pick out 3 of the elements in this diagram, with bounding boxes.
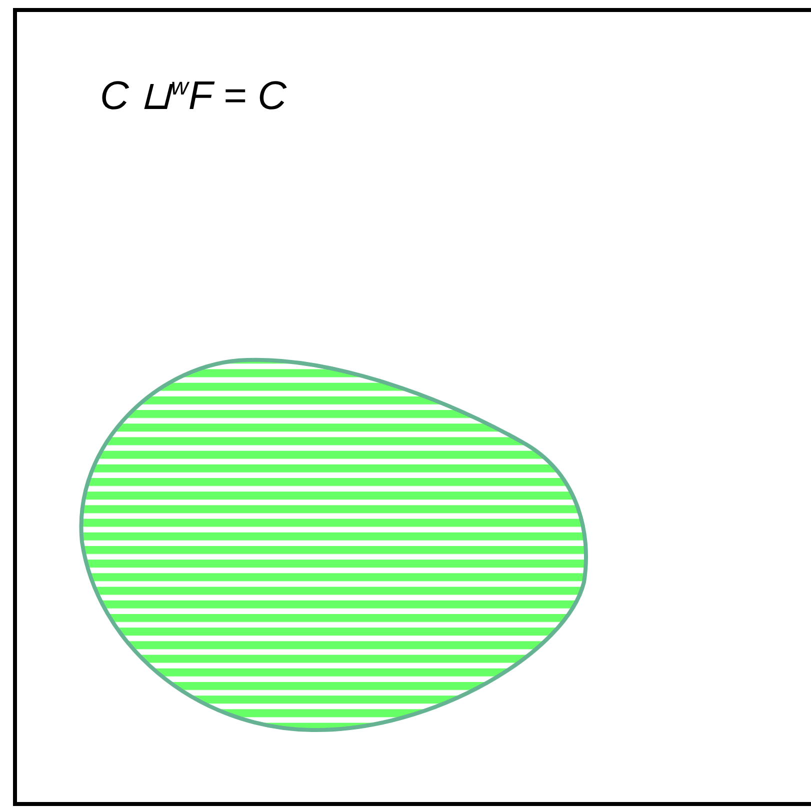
striped-blob [76, 355, 591, 733]
frame-border [13, 8, 811, 806]
formula-text: C ⊔$^{w}$F = C [100, 74, 287, 118]
